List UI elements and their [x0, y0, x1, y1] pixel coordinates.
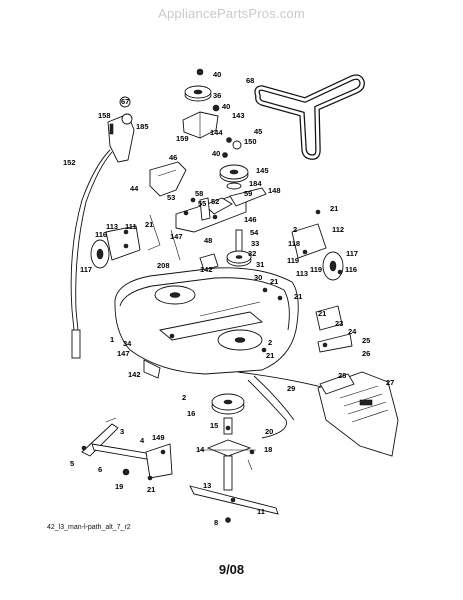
callout-label-c53: 53 — [167, 193, 175, 202]
callout-label-c152: 152 — [63, 158, 76, 167]
callout-label-c184: 184 — [249, 179, 262, 188]
callout-label-c45: 45 — [254, 127, 262, 136]
callout-label-c36: 36 — [213, 91, 221, 100]
callout-label-c2b: 2 — [268, 338, 272, 347]
callout-label-c44: 44 — [130, 184, 139, 193]
callout-label-c21a: 21 — [330, 204, 338, 213]
callout-label-c40c: 40 — [212, 149, 220, 158]
callout-label-c116b: 116 — [345, 265, 357, 274]
callout-label-c111: 111 — [125, 222, 137, 231]
callout-label-c16: 16 — [187, 409, 195, 418]
callout-label-c21d: 21 — [294, 292, 302, 301]
callout-label-c52: 52 — [211, 197, 219, 206]
callout-label-c145: 145 — [256, 166, 269, 175]
callout-label-c117a: 117 — [80, 265, 92, 274]
mower-blade — [189, 485, 279, 523]
callout-label-c185: 185 — [136, 122, 149, 131]
gauge-wheel-left — [90, 225, 141, 269]
callout-label-c48: 48 — [204, 236, 212, 245]
front-hanger-bracket — [81, 417, 173, 481]
gauge-wheel-right — [291, 209, 344, 281]
callout-label-c142a: 142 — [200, 265, 213, 274]
callout-label-c33: 33 — [251, 239, 259, 248]
callout-label-c21b: 21 — [145, 220, 153, 229]
callout-label-c116a: 116 — [95, 230, 107, 239]
callout-label-c18: 18 — [264, 445, 272, 454]
callout-label-c34: 34 — [123, 339, 132, 348]
callout-label-c144: 144 — [210, 128, 223, 137]
drive-belt — [254, 74, 365, 160]
callout-label-c143: 143 — [232, 111, 245, 120]
mower-deck — [114, 267, 299, 379]
callout-label-c147a: 147 — [170, 232, 183, 241]
callout-label-c117b: 117 — [346, 249, 358, 258]
callout-label-c68: 68 — [246, 76, 254, 85]
belt-guard-left — [149, 161, 187, 197]
callout-label-c21f: 21 — [266, 351, 274, 360]
callout-label-c1: 1 — [110, 335, 114, 344]
callout-label-c119a: 119 — [287, 256, 299, 265]
callout-label-c11: 11 — [257, 507, 265, 516]
revision-date: 9/08 — [218, 562, 245, 577]
callout-label-c59: 59 — [244, 189, 252, 198]
callout-label-c4: 4 — [140, 436, 145, 445]
callout-label-c25: 25 — [362, 336, 370, 345]
callout-label-c146: 146 — [244, 215, 257, 224]
callout-label-c19: 19 — [115, 482, 123, 491]
callout-label-c28: 28 — [338, 371, 346, 380]
discharge-chute — [237, 305, 399, 457]
callout-label-c40a: 40 — [213, 70, 221, 79]
callout-label-c54: 54 — [250, 228, 259, 237]
callout-label-c21g: 21 — [147, 485, 155, 494]
callout-label-c15: 15 — [210, 421, 218, 430]
callout-label-c6: 6 — [98, 465, 102, 474]
callout-label-c30: 30 — [254, 273, 262, 282]
callout-label-c14: 14 — [196, 445, 205, 454]
callout-label-c58: 58 — [195, 189, 203, 198]
callout-label-c158: 158 — [98, 111, 111, 120]
callout-label-c148: 148 — [268, 186, 281, 195]
blade-spindle — [198, 393, 256, 491]
callout-label-c55: 55 — [198, 199, 206, 208]
callout-label-c67: 67 — [121, 97, 129, 106]
callout-label-c27: 27 — [386, 378, 394, 387]
callout-label-c112: 112 — [332, 225, 344, 234]
callout-label-c32: 32 — [248, 249, 256, 258]
callout-label-c29: 29 — [287, 384, 295, 393]
callout-label-c2c: 2 — [182, 393, 186, 402]
callout-label-c8: 8 — [214, 518, 218, 527]
idler-pulley-stack — [182, 68, 249, 190]
callout-label-c31: 31 — [256, 260, 264, 269]
callout-label-c113a: 113 — [106, 222, 118, 231]
callout-label-c5: 5 — [70, 459, 74, 468]
callout-label-c159: 159 — [176, 134, 189, 143]
callout-label-c21e: 21 — [318, 309, 326, 318]
idler-arm-assembly — [147, 187, 267, 261]
callout-label-c46: 46 — [169, 153, 177, 162]
callout-label-c147b: 147 — [117, 349, 130, 358]
callout-label-c118: 118 — [288, 239, 300, 248]
callout-label-c21c: 21 — [270, 277, 278, 286]
callout-label-c113b: 113 — [296, 269, 308, 278]
callout-label-c24: 24 — [348, 327, 357, 336]
callout-label-c208: 208 — [157, 261, 170, 270]
deck-link-rod — [247, 375, 295, 439]
callout-label-c23: 23 — [335, 319, 343, 328]
site-watermark: AppliancePartsPros.com — [158, 6, 305, 21]
callout-label-c13: 13 — [203, 481, 211, 490]
diagram-code: 42_l3_man-l-path_alt_7_r2 — [47, 524, 131, 531]
callout-label-c26: 26 — [362, 349, 370, 358]
callout-label-c40b: 40 — [222, 102, 230, 111]
callout-label-c119b: 119 — [310, 265, 322, 274]
callout-label-c142b: 142 — [128, 370, 141, 379]
callout-label-c150: 150 — [244, 137, 257, 146]
callout-label-c20: 20 — [265, 427, 273, 436]
callout-label-c149: 149 — [152, 433, 165, 442]
engagement-cable — [70, 96, 135, 359]
callout-label-c2a: 2 — [293, 225, 297, 234]
callout-label-c3: 3 — [120, 427, 124, 436]
